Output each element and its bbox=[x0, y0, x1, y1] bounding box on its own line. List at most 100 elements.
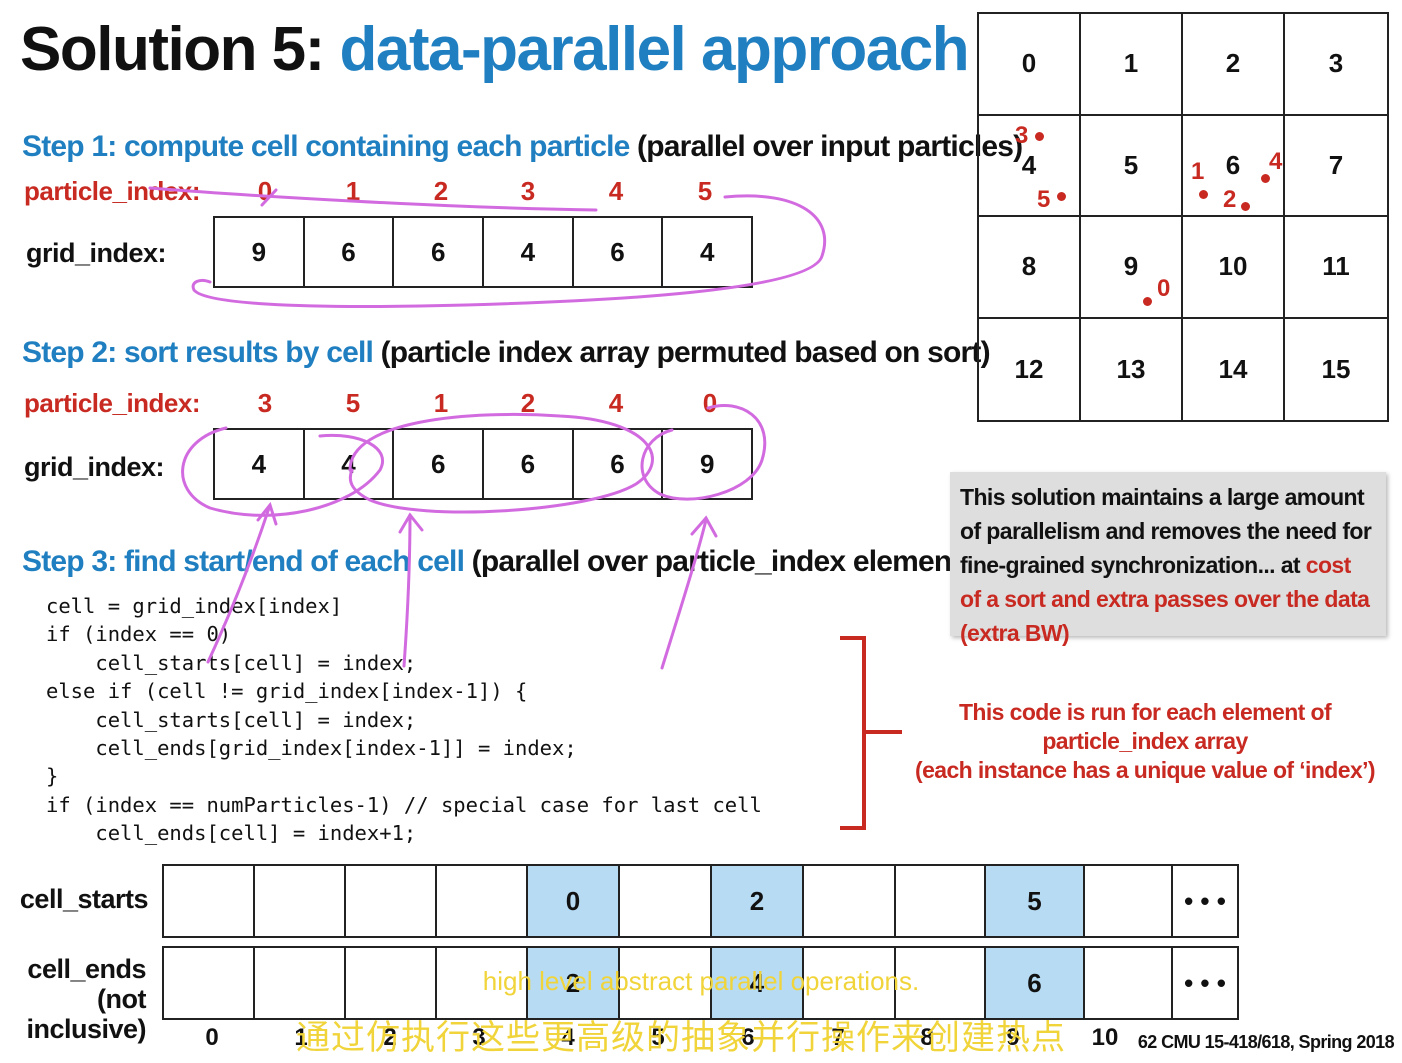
array-cell: 6 bbox=[986, 948, 1085, 1018]
grid-cell: 3 bbox=[1285, 14, 1387, 116]
step1-particle-index: 4 bbox=[608, 176, 624, 206]
array-cell bbox=[804, 866, 896, 936]
cell-ends-label: cell_ends (not inclusive) bbox=[0, 954, 146, 1044]
code-line: cell = grid_index[index] bbox=[46, 594, 343, 618]
step2-blue: Step 2: sort results by cell bbox=[22, 336, 374, 369]
grid-cell: 5 bbox=[1081, 115, 1183, 217]
code-bracket-tick bbox=[866, 730, 902, 734]
array-cell: 4 bbox=[215, 430, 305, 498]
grid-cell: 7 bbox=[1285, 116, 1387, 217]
step1-particle-index: 1 bbox=[345, 176, 361, 206]
grid-cell-label: 8 bbox=[1021, 251, 1037, 282]
array-cell: 6 bbox=[574, 218, 664, 286]
slide-footer: 62 CMU 15-418/618, Spring 2018 bbox=[1137, 1032, 1395, 1052]
grid-cell-label: 3 bbox=[1328, 48, 1344, 79]
subtitle-english: high level abstract parallel operations. bbox=[482, 966, 920, 996]
step2-particle-label: particle_index: bbox=[24, 388, 201, 418]
array-cell: 6 bbox=[394, 430, 485, 498]
code-line: cell_ends[grid_index[index-1]] = index; bbox=[46, 736, 577, 761]
grid-cell-label: 2 bbox=[1225, 48, 1241, 79]
step2-particle-index: 0 bbox=[702, 388, 718, 418]
grid-cell: 14 bbox=[1183, 318, 1285, 420]
step1-particle-label: particle_index: bbox=[24, 176, 201, 206]
array-index-label: 2 bbox=[383, 1024, 397, 1051]
ink-stroke bbox=[256, 501, 278, 526]
step1-particle-index: 3 bbox=[520, 176, 536, 206]
code-note-line: particle_index array bbox=[1042, 728, 1248, 754]
code-bracket bbox=[840, 636, 866, 830]
array-cell bbox=[620, 948, 712, 1018]
cell-starts-label: cell_starts bbox=[19, 884, 149, 914]
code-line: if (index == 0) bbox=[46, 622, 232, 647]
array-cell bbox=[804, 948, 896, 1018]
particle-dot bbox=[1261, 173, 1270, 183]
step2-particle-index: 1 bbox=[433, 388, 449, 418]
grid-cell-label: 1 bbox=[1123, 48, 1139, 79]
solution-note: This solution maintains a large amount o… bbox=[950, 472, 1386, 646]
array-cell bbox=[437, 948, 528, 1018]
step2-heading: Step 2: sort results by cell (particle i… bbox=[22, 336, 991, 370]
grid-cell-label: 0 bbox=[1021, 48, 1037, 79]
array-cell: 0 bbox=[528, 866, 620, 936]
array-index-label: 9 bbox=[1006, 1024, 1020, 1051]
array-index-label: 4 bbox=[561, 1024, 575, 1051]
grid-cell: 0 bbox=[979, 14, 1081, 116]
ink-stroke bbox=[690, 515, 718, 538]
array-index-label: 6 bbox=[741, 1024, 755, 1051]
cell-starts-array: 0 2 5 • • • bbox=[162, 864, 1239, 938]
particle-dot bbox=[1143, 297, 1152, 306]
code-note-line: This code is run for each element of bbox=[958, 699, 1332, 725]
array-cell bbox=[1085, 866, 1173, 936]
code-line: } bbox=[46, 764, 59, 789]
array-index-label: 10 bbox=[1091, 1024, 1119, 1051]
grid-cell: 13 bbox=[1081, 318, 1183, 420]
grid-cell: 9 0 bbox=[1081, 217, 1183, 319]
step2-grid-label: grid_index: bbox=[24, 452, 165, 482]
array-cell bbox=[620, 866, 712, 936]
particle-label: 2 bbox=[1223, 185, 1237, 213]
array-cell: 2 bbox=[712, 866, 804, 936]
grid-cell-label: 4 bbox=[1021, 149, 1037, 180]
particle-label: 0 bbox=[1157, 275, 1171, 302]
cell-grid: 0 1 2 3 4 3 5 5 6 1 4 2 7 8 9 0 10 11 12… bbox=[977, 12, 1389, 422]
step1-particle-index: 0 bbox=[257, 176, 273, 206]
array-index-label: 8 bbox=[920, 1024, 934, 1051]
ellipsis-cell: • • • bbox=[1184, 967, 1226, 998]
step1-grid-array: 9 6 6 4 6 4 bbox=[213, 216, 753, 288]
array-index-label: 5 bbox=[651, 1024, 665, 1051]
particle-dot bbox=[1035, 131, 1044, 141]
grid-cell-label: 15 bbox=[1321, 353, 1351, 384]
step1-black: (parallel over input particles) bbox=[629, 130, 1023, 163]
grid-cell-label: 14 bbox=[1218, 353, 1248, 384]
step1-heading: Step 1: compute cell containing each par… bbox=[22, 130, 1023, 164]
step3-heading: Step 3: find start/end of each cell (par… bbox=[22, 545, 986, 579]
grid-cell: 10 bbox=[1183, 217, 1285, 319]
step2-black: (particle index array permuted based on … bbox=[373, 336, 991, 369]
array-cell bbox=[164, 866, 255, 936]
step2-grid-array: 4 4 6 6 6 9 bbox=[213, 428, 753, 500]
grid-cell: 6 1 4 2 bbox=[1183, 115, 1285, 217]
grid-cell-label: 6 bbox=[1225, 149, 1241, 180]
particle-dot bbox=[1057, 191, 1066, 201]
grid-cell: 15 bbox=[1285, 319, 1387, 421]
code-line: cell_starts[cell] = index; bbox=[46, 707, 417, 732]
grid-cell-label: 9 bbox=[1123, 251, 1139, 282]
grid-cell: 2 bbox=[1183, 14, 1285, 116]
step3-blue: Step 3: find start/end of each cell bbox=[22, 545, 465, 578]
cell-ends-label-line: (not inclusive) bbox=[26, 984, 146, 1044]
ink-stroke bbox=[398, 512, 424, 534]
array-cell: 9 bbox=[215, 218, 305, 286]
step1-blue: Step 1: compute cell containing each par… bbox=[22, 130, 630, 163]
array-cell: 5 bbox=[986, 866, 1085, 936]
step2-particle-index: 3 bbox=[257, 388, 273, 418]
array-cell: 6 bbox=[394, 218, 485, 286]
array-cell bbox=[346, 948, 437, 1018]
particle-dot bbox=[1199, 189, 1208, 199]
subtitle-chinese: 通过仿执行这些更高级的抽象并行操作来创建热点 bbox=[296, 1019, 1066, 1057]
grid-cell: 12 bbox=[979, 318, 1081, 420]
ellipsis-cell: • • • bbox=[1184, 885, 1226, 916]
step3-black: (parallel over particle_index elements) bbox=[464, 545, 987, 578]
grid-cell-label: 7 bbox=[1328, 149, 1344, 180]
particle-label: 5 bbox=[1037, 185, 1051, 213]
array-cell: 6 bbox=[305, 218, 395, 286]
